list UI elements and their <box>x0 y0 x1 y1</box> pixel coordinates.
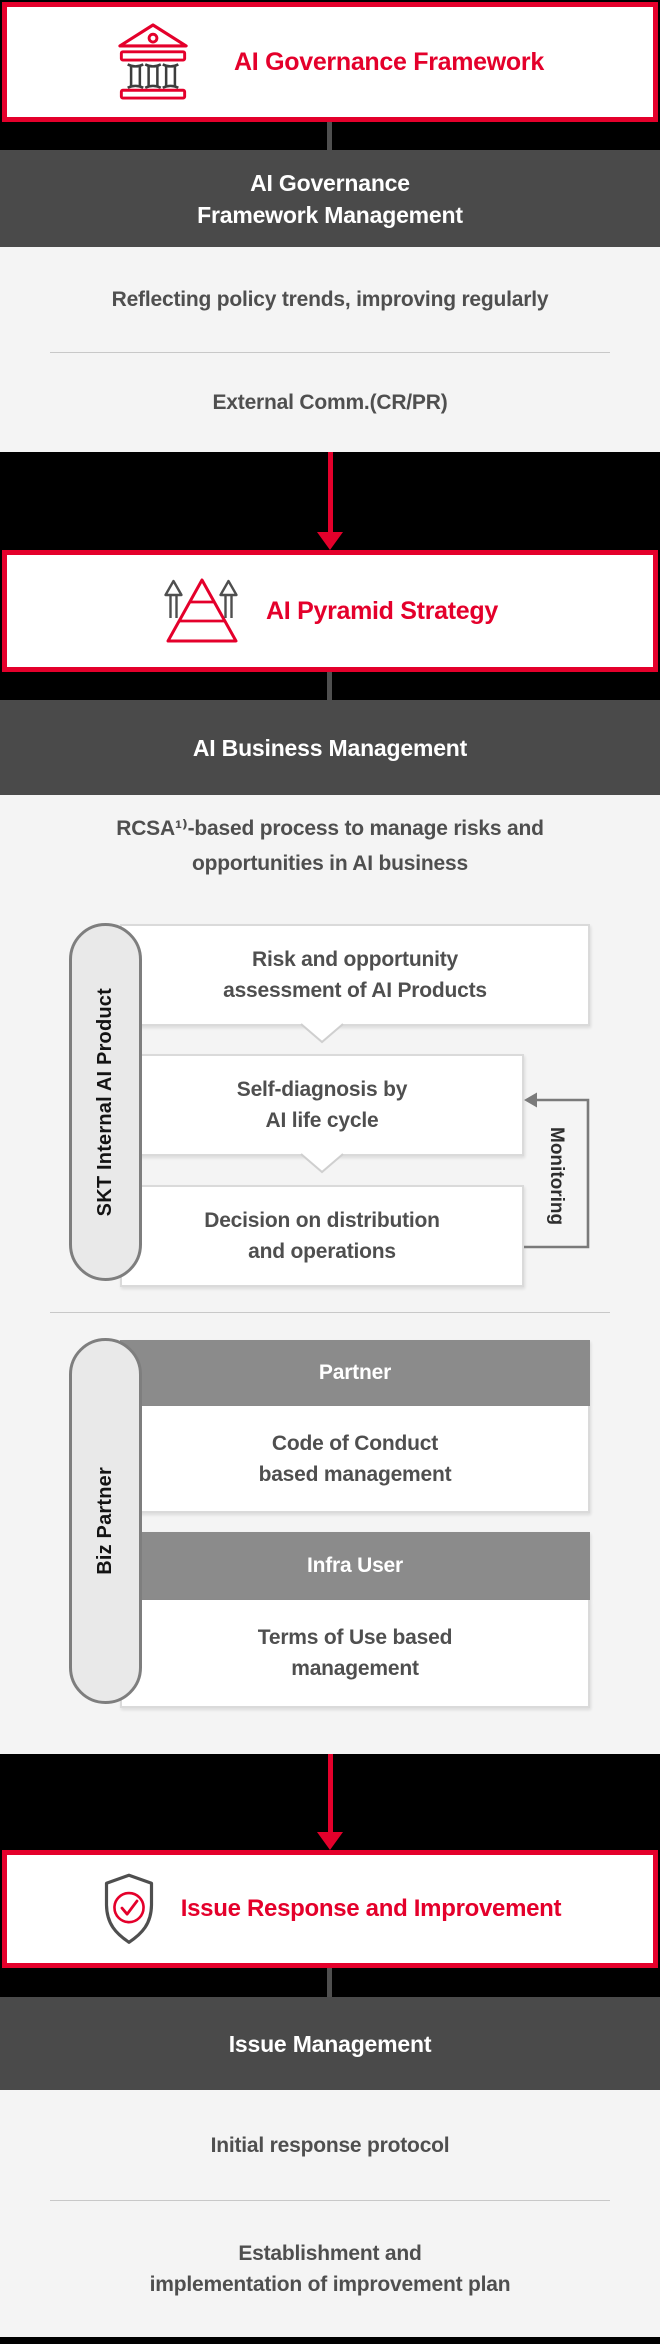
connector-line <box>327 122 332 150</box>
section-header-label: AI Governance Framework Management <box>197 169 463 228</box>
chevron-down-icon <box>300 1153 344 1175</box>
banner-ai-governance-framework: AI Governance Framework <box>2 2 658 122</box>
infra-user-management-box: Terms of Use based management <box>120 1600 590 1708</box>
step-decision-distribution: Decision on distribution and operations <box>120 1185 524 1287</box>
banner-label: AI Pyramid Strategy <box>266 596 498 625</box>
monitoring-label: Monitoring <box>546 1126 567 1226</box>
step-self-diagnosis: Self-diagnosis by AI life cycle <box>120 1054 524 1156</box>
banner-label: AI Governance Framework <box>234 47 544 76</box>
governance-panel: Reflecting policy trends, improving regu… <box>0 247 660 452</box>
panel-item: Initial response protocol <box>210 2133 450 2157</box>
subgroup-header-infra-user: Infra User <box>120 1532 590 1600</box>
section-header-label: AI Business Management <box>192 734 468 761</box>
divider <box>50 1312 610 1313</box>
banner-ai-pyramid-strategy: AI Pyramid Strategy <box>2 550 658 672</box>
issue-panel: Initial response protocol Establishment … <box>0 2090 660 2337</box>
connector-line <box>327 672 332 700</box>
side-label-text: Biz Partner <box>94 1467 116 1575</box>
pyramid-icon <box>162 578 240 644</box>
arrow-down-icon <box>0 452 660 550</box>
section-header-ai-business-management: AI Business Management <box>0 700 660 795</box>
divider <box>50 352 610 353</box>
section-header-issue-management: Issue Management <box>0 1997 660 2090</box>
banner-label: Issue Response and Improvement <box>180 1895 562 1922</box>
subgroup-header-partner: Partner <box>120 1340 590 1406</box>
chevron-down-icon <box>300 1023 344 1045</box>
panel-item: External Comm.(CR/PR) <box>212 391 448 414</box>
bank-icon <box>116 22 190 102</box>
partner-management-box: Code of Conduct based management <box>120 1406 590 1513</box>
side-label-biz-partner: Biz Partner <box>69 1338 142 1704</box>
panel-item: Reflecting policy trends, improving regu… <box>111 288 549 311</box>
panel-item: Establishment and implementation of impr… <box>149 2242 511 2296</box>
side-label-skt-internal-ai-product: SKT Internal AI Product <box>69 923 142 1281</box>
arrow-down-icon <box>0 1754 660 1850</box>
divider <box>50 2200 610 2201</box>
section-header-governance-management: AI Governance Framework Management <box>0 150 660 247</box>
side-label-text: SKT Internal AI Product <box>94 987 116 1217</box>
section-header-label: Issue Management <box>228 2030 432 2057</box>
banner-issue-response: Issue Response and Improvement <box>2 1850 658 1968</box>
connector-line <box>327 1968 332 1997</box>
feedback-arrow-icon <box>518 1088 596 1258</box>
shield-check-icon <box>99 1872 159 1946</box>
step-risk-opportunity-assessment: Risk and opportunity assessment of AI Pr… <box>120 924 590 1026</box>
ai-business-panel: RCSA¹⁾-based process to manage risks and… <box>0 795 660 1754</box>
rcsa-process-intro: RCSA¹⁾-based process to manage risks and… <box>116 817 544 875</box>
